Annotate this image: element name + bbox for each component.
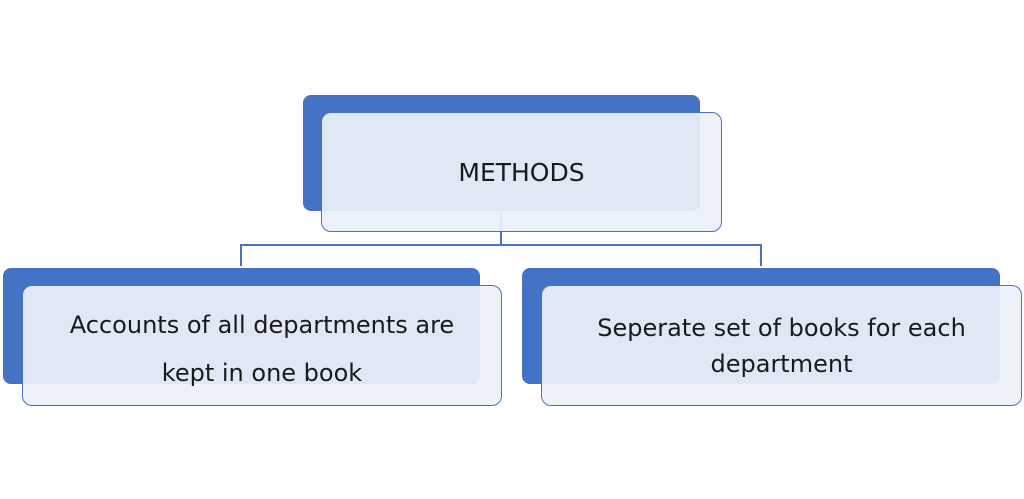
connector-horizontal [240, 244, 762, 246]
root-node-label: METHODS [458, 157, 585, 187]
right-node-label: Seperate set of books for each departmen… [597, 313, 966, 378]
left-node-label: Accounts of all departments are kept in … [69, 310, 455, 387]
connector-left-drop [240, 244, 242, 266]
connector-right-drop [760, 244, 762, 266]
right-node: Seperate set of books for each departmen… [541, 285, 1022, 406]
root-node: METHODS [321, 112, 722, 232]
left-node: Accounts of all departments are kept in … [22, 285, 502, 406]
